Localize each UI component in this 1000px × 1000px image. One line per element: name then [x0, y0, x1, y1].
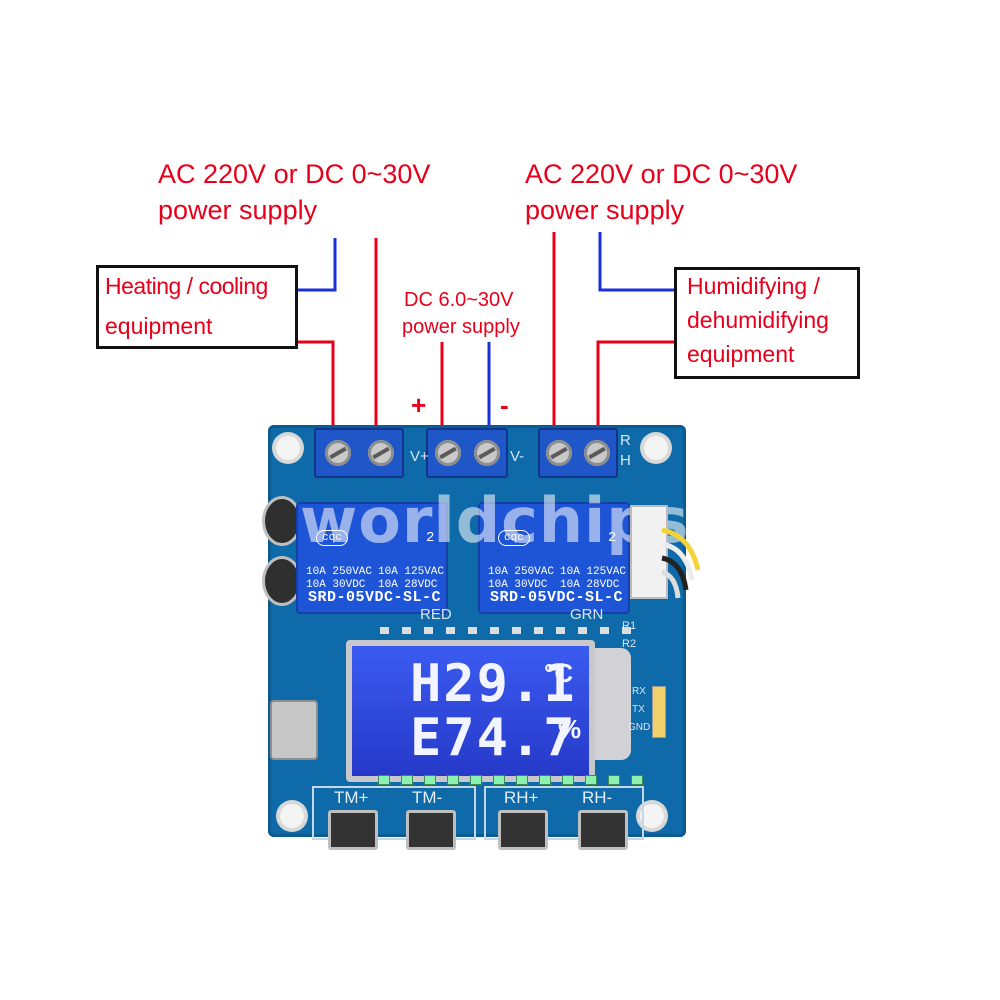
- relay-mark: 2: [426, 530, 435, 546]
- watermark-text: worldchips: [300, 484, 690, 557]
- tm-minus-label: TM-: [412, 788, 443, 807]
- lcd-ribbon: [589, 648, 631, 760]
- silk-r2: R2: [622, 638, 637, 650]
- relay-spec-right-1: 10A 125VAC: [560, 566, 627, 578]
- silk-v-minus: V-: [510, 448, 525, 465]
- plus-sign: +: [411, 390, 427, 420]
- screw-icon: [324, 440, 351, 466]
- heat-box-line2: equipment: [105, 313, 213, 339]
- uart-header: [652, 686, 666, 738]
- relay-cert-mark: cqc: [498, 530, 530, 546]
- relay-cert-mark: cqc: [316, 530, 348, 546]
- humid-box-line2: dehumidifying: [687, 307, 829, 333]
- relay-model: SRD-05VDC-SL-C: [490, 589, 624, 606]
- wire-left-blue: [296, 238, 337, 292]
- lcd-top-contacts: [380, 627, 631, 634]
- mount-hole-top-right: [644, 436, 668, 460]
- silk-red: RED: [420, 606, 452, 623]
- heating-cooling-box: Heating / cooling equipment: [96, 265, 298, 349]
- relay-mark: 2: [608, 530, 617, 546]
- mount-hole-bottom-right: [640, 804, 664, 828]
- rh-minus-button[interactable]: [578, 810, 628, 850]
- rh-plus-label: RH+: [504, 788, 539, 807]
- relay-spec-left-2: 10A 30VDC: [306, 579, 366, 591]
- tm-button-group: [312, 786, 476, 840]
- screw-icon: [584, 440, 610, 466]
- terminal-left: [314, 428, 404, 478]
- relay-spec-right-2: 10A 28VDC: [378, 579, 438, 591]
- dc-supply-label-line2: power supply: [402, 316, 520, 338]
- humidifying-box: Humidifying / dehumidifying equipment: [674, 267, 860, 379]
- terminal-right: [538, 428, 618, 478]
- tm-minus-button[interactable]: [406, 810, 456, 850]
- relay-spec-left-1: 10A 250VAC: [488, 566, 555, 578]
- rh-minus-label: RH-: [582, 788, 613, 807]
- sensor-connector: [630, 505, 668, 599]
- lcd-unit-celsius: °C: [544, 658, 574, 688]
- tm-plus-label: TM+: [334, 788, 369, 807]
- lcd-unit-percent: %: [558, 714, 582, 744]
- relay-spec-left-1: 10A 250VAC: [306, 566, 373, 578]
- right-supply-label-line1: AC 220V or DC 0~30V: [525, 159, 798, 189]
- sensor-cable: [661, 527, 700, 599]
- lcd-display: H29.1 °C E74.7 %: [346, 640, 595, 782]
- wire-right-red-equipment: [596, 340, 674, 432]
- silk-rx: RX: [632, 686, 646, 697]
- relay-right: cqc 2 10A 250VAC 10A 30VDC 10A 125VAC 10…: [478, 502, 630, 614]
- humid-box-line1: Humidifying /: [687, 273, 820, 299]
- heat-box-line1: Heating / cooling: [105, 273, 268, 299]
- relay-spec-left-2: 10A 30VDC: [488, 579, 548, 591]
- relay-spec-right-2: 10A 28VDC: [560, 579, 620, 591]
- screw-icon: [546, 440, 572, 466]
- relay-left: cqc 2 10A 250VAC 10A 30VDC 10A 125VAC 10…: [296, 502, 448, 614]
- dc-supply-label-line1: DC 6.0~30V: [404, 289, 514, 311]
- silk-tx: TX: [632, 704, 645, 715]
- rh-plus-button[interactable]: [498, 810, 548, 850]
- left-supply-label-line2: power supply: [158, 195, 318, 225]
- screw-icon: [434, 440, 461, 466]
- left-supply-label-line1: AC 220V or DC 0~30V: [158, 159, 431, 189]
- silk-v-plus: V+: [410, 448, 429, 465]
- mount-hole-top-left: [276, 436, 300, 460]
- relay-spec-right-1: 10A 125VAC: [378, 566, 445, 578]
- status-led-row: [378, 775, 643, 785]
- rh-button-group: [484, 786, 644, 840]
- wire-right-blue: [598, 232, 674, 292]
- tm-plus-button[interactable]: [328, 810, 378, 850]
- terminal-power: [426, 428, 508, 478]
- humid-box-line3: equipment: [687, 341, 795, 367]
- mount-hole-bottom-left: [280, 804, 304, 828]
- right-supply-label-line2: power supply: [525, 195, 685, 225]
- screw-icon: [473, 440, 500, 466]
- minus-sign: -: [500, 390, 509, 420]
- screw-icon: [367, 440, 394, 466]
- relay-model: SRD-05VDC-SL-C: [308, 589, 442, 606]
- silk-h: H: [620, 452, 631, 469]
- silk-gnd: GND: [628, 722, 651, 733]
- silk-r: R: [620, 432, 631, 449]
- lcd-row-temperature: H29.1: [410, 654, 577, 714]
- silk-grn: GRN: [570, 606, 604, 623]
- micro-usb-port[interactable]: [270, 700, 318, 760]
- wire-left-red-equipment: [296, 340, 335, 432]
- lcd-row-humidity: E74.7: [410, 708, 577, 768]
